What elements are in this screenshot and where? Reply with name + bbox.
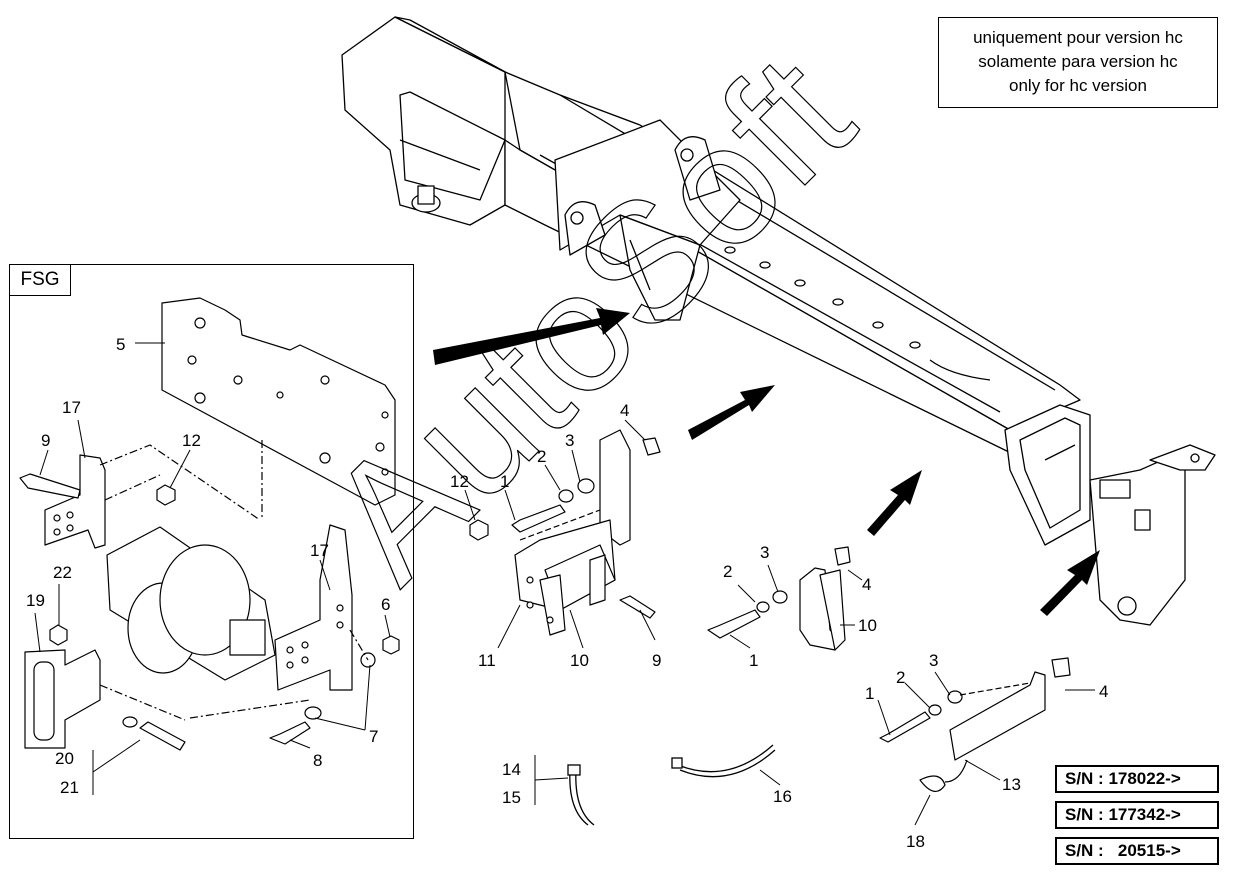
part-label-1: 1 (865, 684, 874, 703)
part-label-21: 21 (60, 778, 79, 797)
part-label-12: 12 (182, 431, 201, 450)
cable-parts (567, 744, 776, 826)
part-label-18: 18 (906, 832, 925, 851)
center-bracket-group (469, 429, 661, 636)
part-label-3: 3 (760, 543, 769, 562)
fsg-label: FSG (9, 264, 71, 296)
part-label-16: 16 (773, 787, 792, 806)
pointer-arrows (433, 308, 1100, 616)
note-line-french: uniquement pour version hc (973, 28, 1183, 47)
fsg-group-frame (9, 264, 414, 839)
part-label-4: 4 (1099, 682, 1108, 701)
part-labels: 5 17 9 12 22 19 17 6 7 8 20 21 12 1 2 3 … (26, 335, 1108, 851)
part-label-22: 22 (53, 563, 72, 582)
part-label-7: 7 (369, 727, 378, 746)
fsg-components (19, 297, 400, 751)
leader-lines (34, 342, 1095, 826)
chassis-beam (341, 16, 1216, 626)
part-label-17: 17 (62, 398, 81, 417)
part-label-9: 9 (652, 651, 661, 670)
serial-number-box: S/N : 178022-> (1055, 765, 1219, 793)
part-label-5: 5 (116, 335, 125, 354)
serial-number-box: S/N : 20515-> (1055, 837, 1219, 865)
part-label-3: 3 (929, 651, 938, 670)
part-label-13: 13 (1002, 775, 1021, 794)
note-line-english: only for hc version (1009, 76, 1147, 95)
part-label-2: 2 (896, 668, 905, 687)
part-label-8: 8 (313, 751, 322, 770)
note-line-spanish: solamente para version hc (978, 52, 1178, 71)
part-label-9: 9 (41, 431, 50, 450)
part-label-20: 20 (55, 749, 74, 768)
serial-number-box: S/N : 177342-> (1055, 801, 1219, 829)
part-label-1: 1 (500, 472, 509, 491)
part-label-10: 10 (858, 616, 877, 635)
version-note: uniquement pour version hc solamente par… (938, 17, 1218, 108)
part-label-11: 11 (478, 651, 496, 670)
part-label-14: 14 (502, 760, 521, 779)
part-label-4: 4 (620, 401, 629, 420)
part-label-12: 12 (450, 472, 469, 491)
part-label-4: 4 (862, 575, 871, 594)
part-label-10: 10 (570, 651, 589, 670)
part-label-3: 3 (565, 431, 574, 450)
part-label-2: 2 (723, 562, 732, 581)
part-label-2: 2 (537, 447, 546, 466)
clamp-group-mid (707, 546, 851, 651)
part-label-15: 15 (502, 788, 521, 807)
part-label-1: 1 (749, 651, 758, 670)
part-label-17: 17 (310, 541, 329, 560)
part-label-6: 6 (381, 595, 390, 614)
part-label-19: 19 (26, 591, 45, 610)
clamp-group-lower (879, 657, 1071, 792)
